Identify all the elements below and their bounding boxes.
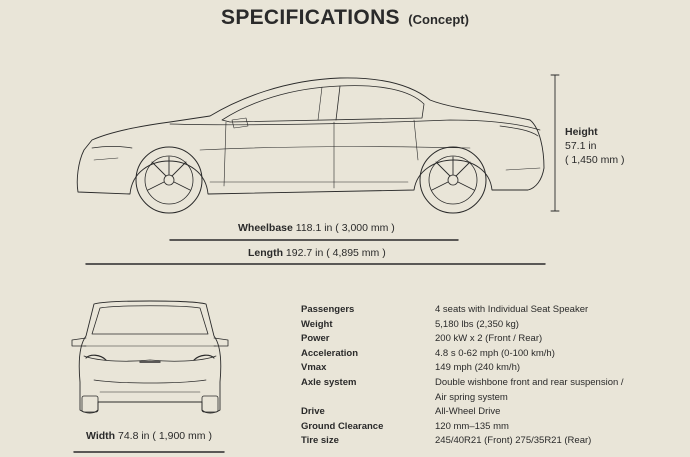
rear-wheel (419, 146, 487, 214)
spec-key: Ground Clearance (301, 420, 384, 432)
spec-row-power: Power 200 kW x 2 (Front / Rear) (301, 332, 681, 347)
spec-row-acceleration: Acceleration 4.8 s 0-62 mph (0-100 km/h) (301, 347, 681, 362)
spec-key: Passengers (301, 304, 355, 315)
title-main: SPECIFICATIONS (221, 6, 400, 29)
length-value: 192.7 in ( 4,895 mm ) (285, 247, 386, 259)
width-value: 74.8 in ( 1,900 mm ) (117, 430, 212, 442)
spec-value: 4.8 s 0-62 mph (0-100 km/h) (435, 347, 555, 359)
spec-value-line-1: Double wishbone front and rear suspensio… (435, 376, 624, 388)
spec-value: Double wishbone front and rear suspensio… (435, 376, 681, 405)
spec-row-ground-clearance: Ground Clearance 120 mm–135 mm (301, 420, 681, 435)
width-label-name: Width (86, 430, 116, 442)
spec-key: Drive (301, 406, 325, 418)
car-side-view (76, 77, 545, 214)
wheelbase-label-name: Wheelbase (238, 222, 293, 234)
spec-key: Tire size (301, 435, 339, 447)
spec-value-line-2: Air spring system (435, 391, 508, 403)
spec-row-passengers: Passengers 4 seats with Individual Seat … (301, 303, 681, 318)
spec-key: Weight (301, 318, 333, 330)
spec-row-vmax: Vmax 149 mph (240 km/h) (301, 361, 681, 376)
car-front-view (71, 300, 229, 414)
spec-row-tire-size: Tire size 245/40R21 (Front) 275/35R21 (R… (301, 434, 681, 449)
spec-value: 245/40R21 (Front) 275/35R21 (Rear) (435, 435, 592, 447)
spec-value: 200 kW x 2 (Front / Rear) (435, 333, 543, 345)
spec-row-axle-system: Axle system Double wishbone front and re… (301, 376, 681, 405)
spec-value: 149 mph (240 km/h) (435, 362, 521, 374)
spec-value: All-Wheel Drive (435, 406, 501, 418)
spec-row-weight: Weight 5,180 lbs (2,350 kg) (301, 318, 681, 333)
spec-key: Vmax (301, 362, 327, 374)
height-label: Height 57.1 in ( 1,450 mm ) (565, 125, 625, 167)
spec-row-drive: Drive All-Wheel Drive (301, 405, 681, 420)
title-subtitle: (Concept) (408, 12, 469, 27)
length-label: Length 192.7 in ( 4,895 mm ) (248, 247, 386, 259)
height-value-metric: ( 1,450 mm ) (565, 154, 625, 166)
spec-value: 5,180 lbs (2,350 kg) (435, 318, 519, 330)
wheelbase-value: 118.1 in ( 3,000 mm ) (295, 222, 395, 234)
spec-key: Axle system (301, 376, 357, 388)
height-label-name: Height (565, 126, 598, 138)
spec-table: Passengers 4 seats with Individual Seat … (301, 303, 681, 449)
height-dimension-line (550, 74, 560, 212)
spec-value: 120 mm–135 mm (435, 420, 509, 432)
spec-key: Acceleration (301, 347, 359, 359)
height-value-imperial: 57.1 in (565, 140, 597, 152)
spec-key: Power (301, 333, 330, 345)
wheelbase-label: Wheelbase 118.1 in ( 3,000 mm ) (238, 222, 395, 234)
length-label-name: Length (248, 247, 283, 259)
front-wheel (135, 146, 203, 214)
page-title: SPECIFICATIONS (Concept) (0, 6, 690, 30)
width-label: Width 74.8 in ( 1,900 mm ) (86, 430, 212, 442)
spec-value: 4 seats with Individual Seat Speaker (435, 304, 589, 315)
